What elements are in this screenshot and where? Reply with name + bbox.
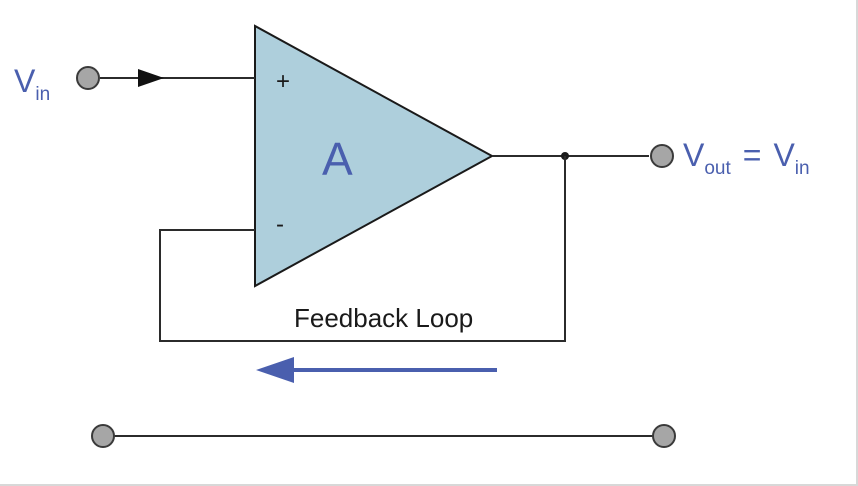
output-label-v2: V [773, 137, 795, 173]
gain-label: A [322, 133, 353, 185]
opamp-triangle [254, 24, 495, 288]
output-label: Vout = Vin [683, 137, 810, 179]
input-terminal [76, 66, 100, 90]
minus-input-sign: - [276, 211, 284, 238]
feedback-loop-wire [159, 156, 566, 342]
output-terminal [650, 144, 674, 168]
output-label-sub2: in [795, 158, 810, 179]
input-label-sub: in [35, 84, 50, 105]
output-label-sub: out [704, 158, 731, 179]
ground-terminal-right [652, 424, 676, 448]
feedback-loop-label: Feedback Loop [294, 303, 473, 333]
ground-terminal-left [91, 424, 115, 448]
input-label-v: V [14, 63, 36, 99]
output-label-v: V [683, 137, 705, 173]
input-arrow-icon [138, 69, 164, 87]
output-label-equals: = [743, 137, 762, 173]
input-label: Vin [14, 63, 50, 105]
feedback-arrow-icon [256, 357, 294, 383]
plus-input-sign: + [276, 68, 290, 95]
